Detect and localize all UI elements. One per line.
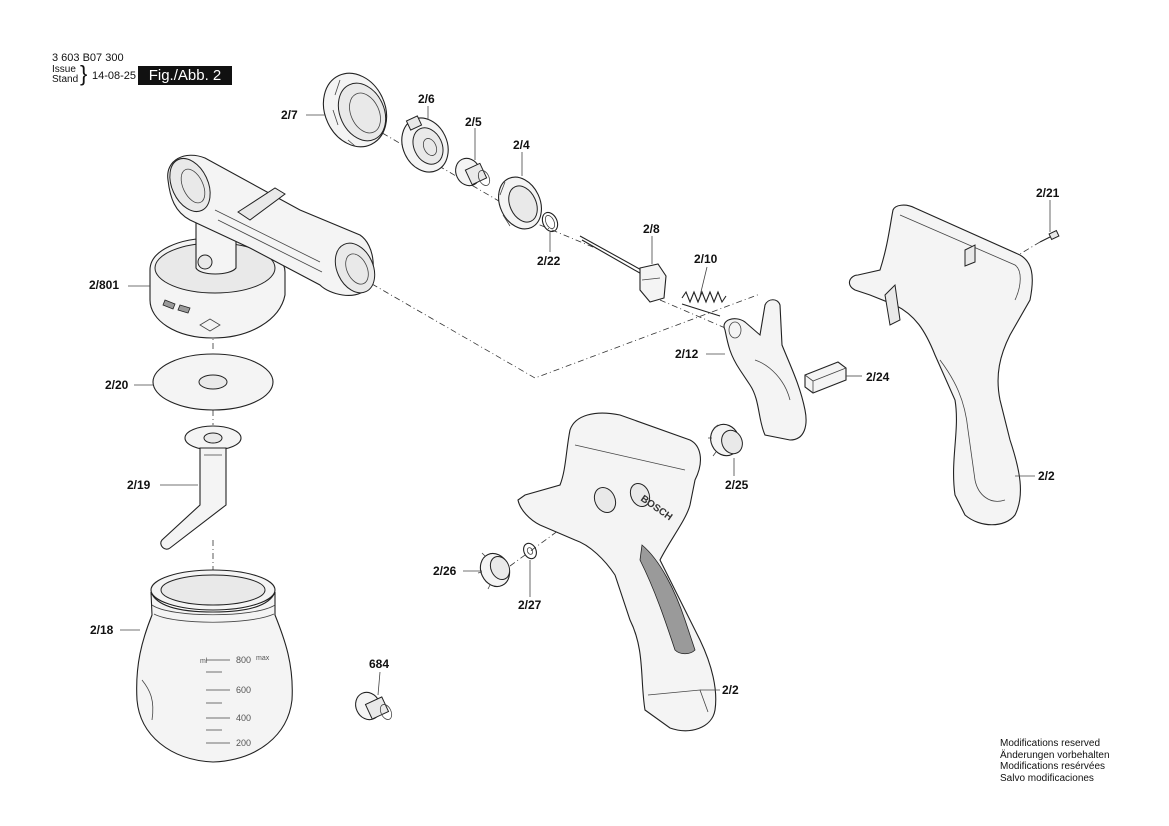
assembly-axis-main [371, 283, 761, 379]
part-2-25-knob [708, 423, 743, 457]
callout-2-25: 2/25 [725, 478, 749, 492]
part-2-27-washer [523, 542, 537, 560]
callout-2-801: 2/801 [89, 278, 120, 292]
issue-date: 14-08-25 [92, 70, 137, 82]
part-2-5-nozzle [455, 157, 491, 187]
callout-2-27: 2/27 [518, 598, 542, 612]
part-2-21-screw [1039, 229, 1060, 243]
scale-label-600: 600 [236, 685, 251, 695]
part-2-2-housing-half-right [848, 204, 1033, 526]
callout-2-4: 2/4 [513, 138, 530, 152]
part-2-12-trigger [723, 299, 807, 441]
callout-2-19: 2/19 [127, 478, 151, 492]
callout-2-2-bottom: 2/2 [722, 683, 739, 697]
part-2-18-paint-container: 800 600 400 200 ml max [136, 569, 293, 763]
part-number: 3 603 B07 300 [52, 52, 124, 64]
scale-label-400: 400 [236, 713, 251, 723]
callout-2-6: 2/6 [418, 92, 435, 106]
callout-2-20: 2/20 [105, 378, 129, 392]
part-2-26-adjuster-knob [477, 552, 511, 590]
part-2-22-o-ring [541, 211, 559, 233]
callout-2-18: 2/18 [90, 623, 114, 637]
assembly-axis-screw [1019, 241, 1041, 255]
callout-2-24: 2/24 [866, 370, 890, 384]
callout-684: 684 [369, 657, 390, 671]
part-2-24-pad [804, 361, 847, 394]
part-2-2-housing-half-main: BOSCH [517, 412, 717, 732]
callout-2-26: 2/26 [433, 564, 457, 578]
assembly-axis-spring [659, 299, 731, 331]
part-2-8-needle [579, 235, 667, 303]
callout-2-10: 2/10 [694, 252, 718, 266]
stand-label: Stand [52, 74, 79, 85]
mods-en: Modifications reserved [1000, 738, 1101, 749]
part-2-4-valve-ring [498, 176, 542, 230]
mods-es: Salvo modificaciones [1000, 772, 1094, 784]
part-2-6-air-cap [401, 115, 449, 173]
figure-label: Fig./Abb. 2 [138, 66, 232, 85]
part-2-19-suction-tube [160, 425, 242, 550]
callout-2-7: 2/7 [281, 108, 298, 122]
brace-symbol: } [80, 61, 88, 86]
callout-2-22: 2/22 [537, 254, 561, 268]
modifications-notice: Modifications reserved Änderungen vorbeh… [1000, 738, 1110, 784]
scale-label-200: 200 [236, 738, 251, 748]
part-2-20-gasket [152, 353, 274, 411]
scale-label-800: 800 [236, 655, 251, 665]
callout-2-12: 2/12 [675, 347, 699, 361]
issue-label: Issue [52, 64, 76, 75]
part-2-10-spring [681, 290, 727, 317]
part-2-801-spray-attachment [149, 154, 376, 339]
callout-2-21: 2/21 [1036, 186, 1060, 200]
scale-unit: ml [200, 658, 208, 665]
assembly-axis-nozzle [359, 119, 601, 251]
container-scale-ticks [206, 659, 230, 744]
part-684-nozzle [355, 691, 393, 721]
part-2-7-union-nut [322, 72, 388, 148]
mods-de: Änderungen vorbehalten [1000, 749, 1110, 761]
scale-max: max [256, 655, 270, 662]
callout-2-2-right: 2/2 [1038, 469, 1055, 483]
leader-684 [377, 671, 381, 696]
mods-fr: Modifications resérvées [1000, 761, 1106, 772]
leader-2-10 [699, 266, 708, 297]
callout-2-5: 2/5 [465, 115, 482, 129]
callout-2-8: 2/8 [643, 222, 660, 236]
